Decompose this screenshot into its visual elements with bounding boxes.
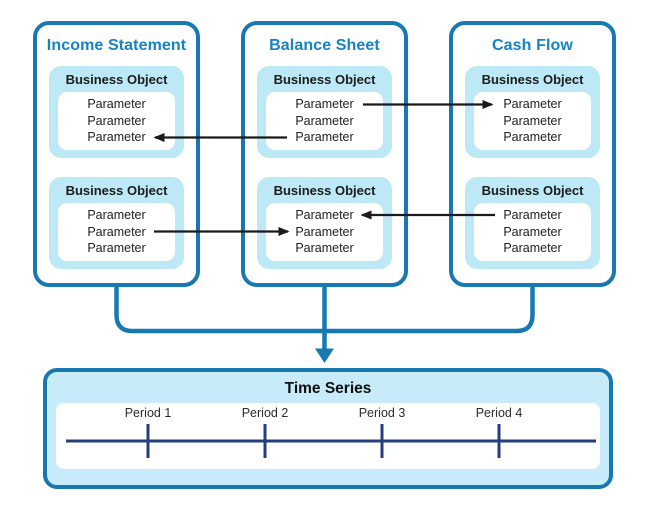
- parameter-label: Parameter: [295, 113, 354, 128]
- parameter-list: Parameter Parameter Parameter: [58, 203, 175, 261]
- business-object: Business Object Parameter Parameter Para…: [257, 177, 392, 269]
- panel-title: Balance Sheet: [269, 37, 380, 54]
- parameter-label: Parameter: [87, 208, 146, 223]
- business-object-label: Business Object: [481, 183, 584, 198]
- parameter-label: Parameter: [87, 130, 146, 145]
- panel-balance-sheet: Balance Sheet Business Object Parameter …: [241, 21, 408, 287]
- parameter-list: Parameter Parameter Parameter: [266, 203, 383, 261]
- parameter-list: Parameter Parameter Parameter: [58, 92, 175, 150]
- parameter-list: Parameter Parameter Parameter: [474, 92, 591, 150]
- business-object: Business Object Parameter Parameter Para…: [49, 177, 184, 269]
- period-label: Period 1: [124, 406, 172, 420]
- parameter-label: Parameter: [503, 97, 562, 112]
- business-object-label: Business Object: [65, 72, 168, 87]
- panel-title: Cash Flow: [492, 37, 573, 54]
- panel-title: Income Statement: [46, 37, 187, 54]
- parameter-label: Parameter: [503, 113, 562, 128]
- merge-connector: [114, 286, 535, 334]
- panel-cash-flow: Cash Flow Business Object Parameter Para…: [449, 21, 616, 287]
- parameter-label: Parameter: [295, 241, 354, 256]
- parameter-label: Parameter: [87, 113, 146, 128]
- parameter-label: Parameter: [503, 130, 562, 145]
- panel-income-statement: Income Statement Business Object Paramet…: [33, 21, 200, 287]
- business-object: Business Object Parameter Parameter Para…: [257, 66, 392, 158]
- period-label: Period 4: [475, 406, 523, 420]
- parameter-label: Parameter: [87, 224, 146, 239]
- parameter-label: Parameter: [295, 208, 354, 223]
- business-object-label: Business Object: [481, 72, 584, 87]
- parameter-label: Parameter: [87, 241, 146, 256]
- time-series-title: Time Series: [284, 380, 372, 397]
- business-object-label: Business Object: [273, 72, 376, 87]
- parameter-list: Parameter Parameter Parameter: [474, 203, 591, 261]
- parameter-label: Parameter: [503, 224, 562, 239]
- timeseries-arrowhead-icon: [315, 348, 334, 363]
- panel-time-series: Time Series: [43, 368, 613, 489]
- business-object: Business Object Parameter Parameter Para…: [465, 177, 600, 269]
- parameter-label: Parameter: [503, 241, 562, 256]
- parameter-label: Parameter: [295, 97, 354, 112]
- period-label: Period 3: [358, 406, 406, 420]
- business-object-label: Business Object: [65, 183, 168, 198]
- parameter-label: Parameter: [295, 130, 354, 145]
- business-object-label: Business Object: [273, 183, 376, 198]
- parameter-label: Parameter: [503, 208, 562, 223]
- business-object: Business Object Parameter Parameter Para…: [465, 66, 600, 158]
- period-label: Period 2: [241, 406, 289, 420]
- parameter-list: Parameter Parameter Parameter: [266, 92, 383, 150]
- parameter-label: Parameter: [87, 97, 146, 112]
- parameter-label: Parameter: [295, 224, 354, 239]
- business-object: Business Object Parameter Parameter Para…: [49, 66, 184, 158]
